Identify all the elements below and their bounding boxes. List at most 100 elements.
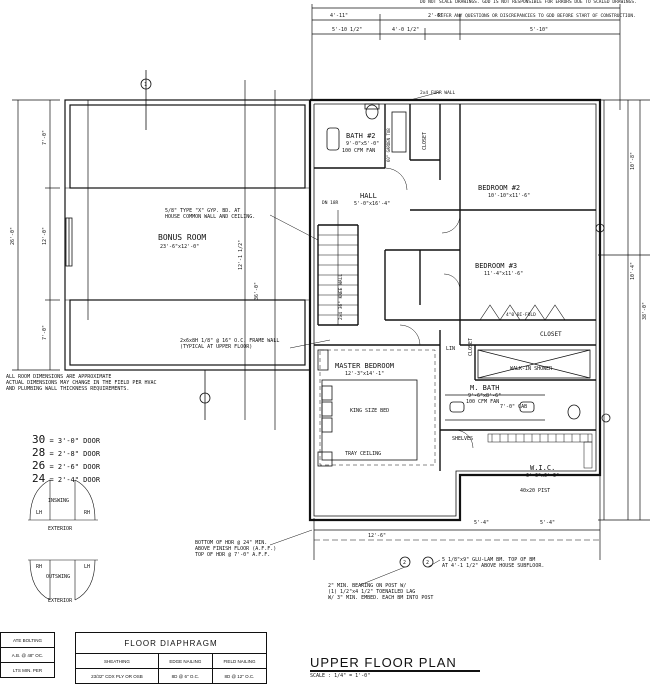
left-dimension-lines bbox=[12, 80, 276, 430]
bonus-window bbox=[65, 217, 73, 267]
mbath-name: M. BATH bbox=[470, 384, 500, 392]
stair-treads bbox=[318, 210, 358, 325]
pull-label: 40x20 PIST bbox=[520, 488, 550, 494]
note-header: BOTTOM OF HDR @ 24" MIN. ABOVE FINISH FL… bbox=[195, 540, 277, 558]
outswing-lh: LH bbox=[84, 564, 90, 570]
diaphragm-header-sheathing: SHEATHING bbox=[75, 653, 159, 669]
bifold-label: 4"0 BI-FOLD bbox=[506, 312, 536, 318]
bath2-fan: 100 CFM FAN bbox=[342, 148, 375, 154]
bedroom2-dims: 10'-10"x11'-6" bbox=[488, 193, 530, 199]
inswing-diagram bbox=[28, 479, 98, 521]
door-legend-row: 28 = 2'-8" DOOR bbox=[32, 447, 100, 460]
outswing-label: OUTSWING bbox=[46, 574, 70, 580]
diaphragm-cell-sheathing: 23/32" CDX PLY OR OSB bbox=[75, 668, 159, 684]
mbath-fan: 100 CFM FAN bbox=[466, 399, 499, 405]
mbath-fixtures bbox=[445, 349, 591, 421]
title-underline bbox=[310, 670, 480, 672]
mbath-dims: 9'-6"x8'-6" bbox=[468, 393, 501, 399]
bedroom2-name: BEDROOM #2 bbox=[478, 184, 520, 192]
note-bearing: 2" MIN. BEARING ON POST W/ (1) 1/2"x4 1/… bbox=[328, 583, 434, 601]
bedroom3-dims: 11'-4"x11'-6" bbox=[484, 271, 523, 277]
interior-walls bbox=[314, 104, 596, 471]
dim-top-a: 5'-10 1/2" bbox=[332, 27, 362, 33]
bath2-fixtures bbox=[326, 103, 407, 153]
dim-bottom-c: 5'-4" bbox=[540, 520, 555, 526]
floor-diaphragm-table: FLOOR DIAPHRAGM SHEATHING EDGE NAILING F… bbox=[75, 632, 268, 684]
dim-bottom-b: 5'-4" bbox=[474, 520, 489, 526]
section-markers bbox=[140, 70, 611, 568]
dim-left-b: 12'-0" bbox=[42, 227, 48, 245]
door-legend-row: 30 = 3'-0" DOOR bbox=[32, 434, 100, 447]
closet-bath-label: CLOSET bbox=[422, 132, 428, 150]
bifold-doors bbox=[479, 304, 566, 321]
closet-master-label: CLOSET bbox=[468, 338, 474, 356]
dim-right-total: 38'-0" bbox=[642, 302, 648, 320]
note-dims-general: ALL ROOM DIMENSIONS ARE APPROXIMATE ACTU… bbox=[6, 374, 157, 392]
door-legend-text: = 2'-8" DOOR bbox=[49, 450, 101, 458]
inswing-rh: RH bbox=[84, 510, 90, 516]
door-legend-row: 24 = 2'-4" DOOR bbox=[32, 473, 100, 486]
bonus-room-name: BONUS ROOM bbox=[158, 233, 206, 242]
dim-right-a: 10'-8" bbox=[630, 152, 636, 170]
plate-bolting-table: ATE BOLTING A.B. @ 48" OC. LTS MIN. PER bbox=[0, 632, 55, 678]
top-dimension-lines bbox=[311, 4, 621, 110]
down-label: DN 18R bbox=[322, 200, 339, 206]
sheet-title: UPPER FLOOR PLAN bbox=[310, 655, 457, 670]
diaphragm-header-edge: EDGE NAILING bbox=[157, 653, 213, 669]
door-legend-key: 30 bbox=[32, 433, 46, 446]
dim-top-d: 5'-10" bbox=[530, 27, 548, 33]
bedroom3-name: BEDROOM #3 bbox=[475, 262, 517, 270]
dim-bottom-a: 12'-6" bbox=[368, 533, 386, 539]
master-name: MASTER BEDROOM bbox=[335, 362, 394, 370]
door-legend-key: 24 bbox=[32, 472, 46, 485]
dim-mid-b: 12'-1 1/2" bbox=[238, 240, 244, 270]
king-bed-label: KING SIZE BED bbox=[350, 408, 389, 414]
cab-label: 7'-0" CAB bbox=[500, 404, 527, 410]
dim-left-a: 7'-0" bbox=[42, 130, 48, 145]
walk-in-shower-label: WALK-IN SHOWER bbox=[510, 366, 553, 372]
hall-dims: 5'-0"x16'-4" bbox=[354, 201, 390, 207]
shelves-label: SHELVES bbox=[452, 436, 473, 442]
inswing-lh: LH bbox=[36, 510, 42, 516]
king-bed bbox=[317, 349, 418, 467]
note-gyp: 5/8" TYPE "X" GYP. BD. AT HOUSE COMMON W… bbox=[165, 208, 256, 220]
diaphragm-cell-field: 8D @ 12" O.C. bbox=[211, 668, 268, 684]
bath2-name: BATH #2 bbox=[346, 132, 376, 140]
door-legend-key: 28 bbox=[32, 446, 46, 459]
door-legend-key: 26 bbox=[32, 459, 46, 472]
door-legend-text: = 2'-6" DOOR bbox=[49, 463, 101, 471]
leader-lines bbox=[269, 91, 441, 586]
outswing-rh: RH bbox=[36, 564, 42, 570]
door-legend-row: 26 = 2'-6" DOOR bbox=[32, 460, 100, 473]
wic-shelves bbox=[487, 433, 593, 469]
dim-top-total: 4'-11" bbox=[330, 13, 348, 19]
inswing-exterior: EXTERIOR bbox=[48, 526, 73, 532]
marker-c: 2 bbox=[426, 560, 429, 566]
diaphragm-cell-edge: 8D @ 6" O.C. bbox=[157, 668, 213, 684]
tray-ceiling-label: TRAY CEILING bbox=[345, 451, 381, 457]
dim-top-c: 2'-6" bbox=[428, 13, 443, 19]
sheet-scale: SCALE : 1/4" = 1'-0" bbox=[310, 673, 371, 679]
master-dims: 12'-3"x14'-1" bbox=[345, 371, 384, 377]
hall-name: HALL bbox=[360, 192, 377, 200]
header-note-question: REFER ANY QUESTIONS OR DISCREPANCIES TO … bbox=[438, 14, 636, 19]
door-legend-text: = 2'-4" DOOR bbox=[49, 476, 101, 484]
knee-wall-label: 2x4 36" KNEE WALL bbox=[338, 274, 344, 320]
dim-mid-a: 36'-0" bbox=[254, 282, 260, 300]
bolting-header: ATE BOLTING bbox=[0, 632, 55, 648]
tub-label: 60" GARDEN TUB bbox=[386, 128, 391, 162]
wic-dims: 6'-6"x6'-5" bbox=[526, 473, 559, 479]
dim-left-total: 26'-0" bbox=[10, 227, 16, 245]
door-legend-text: = 3'-0" DOOR bbox=[49, 437, 101, 445]
bath2-dims: 9'-0"x5'-0" bbox=[346, 141, 379, 147]
dim-top-b: 4'-0 1/2" bbox=[392, 27, 419, 33]
note-beam: 5 1/8"x9" GLU-LAM BM. TOP OF BM AT 4'-1 … bbox=[442, 557, 545, 569]
outswing-diagram bbox=[28, 559, 98, 601]
exterior-walls bbox=[308, 98, 602, 522]
bolting-row1: A.B. @ 48" OC. bbox=[0, 647, 55, 663]
marker-b: 2 bbox=[403, 560, 406, 566]
door-swings bbox=[384, 167, 474, 449]
furr-wall-label: 2x4 FURR WALL bbox=[420, 90, 456, 96]
closet-bed3-label: CLOSET bbox=[540, 331, 562, 338]
